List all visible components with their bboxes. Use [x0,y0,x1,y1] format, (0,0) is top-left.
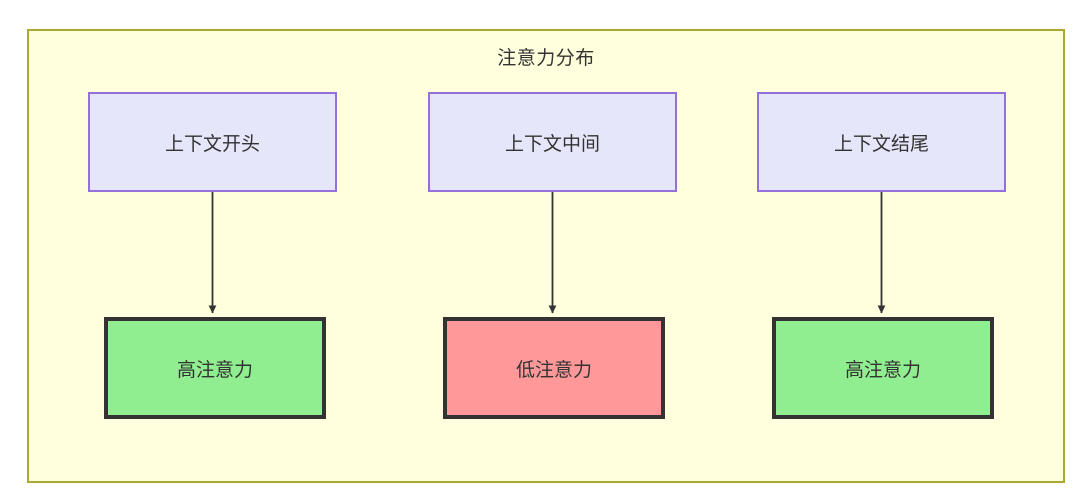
node-context-end[interactable]: 上下文结尾 [757,92,1006,192]
node-attention-high-end-label: 高注意力 [844,359,921,381]
node-context-start-label: 上下文开头 [164,133,260,155]
node-attention-low-middle-label: 低注意力 [515,359,592,381]
node-context-end-label: 上下文结尾 [833,133,929,155]
node-context-middle-label: 上下文中间 [504,133,600,155]
node-context-start[interactable]: 上下文开头 [88,92,337,192]
node-attention-high-start-label: 高注意力 [176,359,253,381]
node-attention-low-middle[interactable]: 低注意力 [443,317,665,419]
subgraph-title: 注意力分布 [497,48,595,69]
node-attention-high-start[interactable]: 高注意力 [104,317,326,419]
node-context-middle[interactable]: 上下文中间 [428,92,677,192]
node-attention-high-end[interactable]: 高注意力 [772,317,994,419]
